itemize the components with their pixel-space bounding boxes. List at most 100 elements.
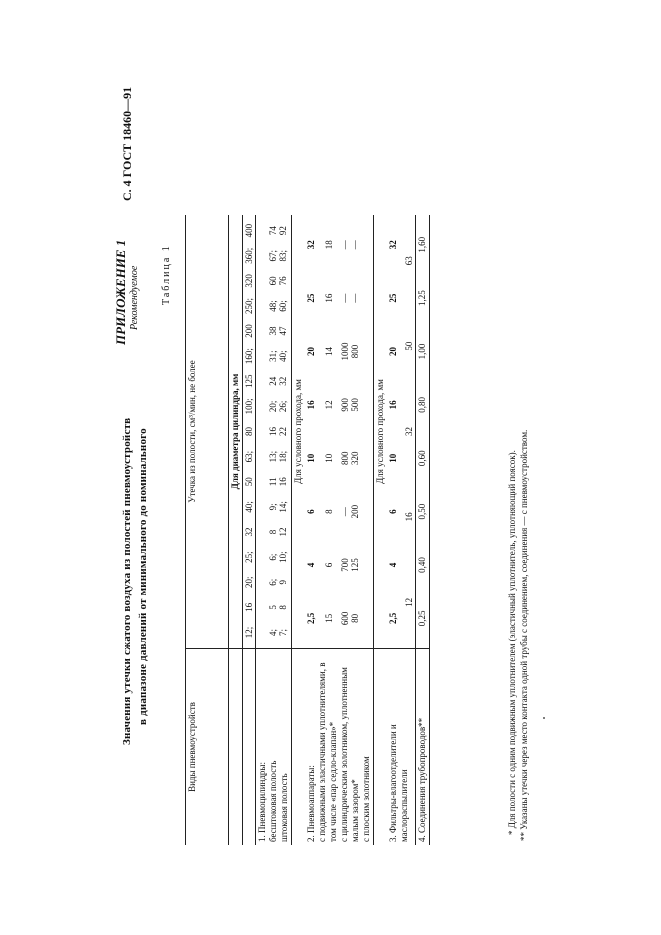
row1-rod-value-9: 26;	[278, 400, 288, 413]
row2-spool-value-4: 900	[340, 398, 350, 412]
diameter-cell-15: 360;	[244, 247, 254, 264]
page-header: С. 4 ГОСТ 18460—91	[120, 86, 134, 201]
row1-sub1: бесштоковая полость	[268, 760, 278, 842]
row1-rod-value-6: 16	[278, 477, 288, 487]
table-label: Таблица 1	[161, 244, 172, 305]
row2-spool-value-3: 800	[340, 451, 350, 465]
diameter-cell-9: 100;	[244, 398, 254, 415]
row1-rod-less-value-1: 5	[268, 605, 278, 610]
row4-value-2: 0,50	[417, 503, 427, 520]
row2-passage-0: 2,5	[306, 612, 316, 624]
row1-rod-less-value-12: 38	[268, 326, 278, 336]
row2-sub3: с плоским золотником	[361, 756, 371, 842]
blank-cell	[291, 648, 305, 845]
row1-rod-less-value-11: 31;	[268, 350, 278, 362]
row3-label: 3. Фильтры-влагоотделители и маслораспыл…	[388, 724, 409, 842]
row1-rod-less-value-6: 11	[268, 477, 278, 487]
diameter-cell-2: 20;	[244, 576, 254, 588]
row3-passage-7: 32	[388, 240, 398, 250]
row1-rod-value-2: 9	[278, 579, 288, 585]
row2-spool-value-7: —	[340, 240, 350, 250]
row2-elastic-value-6: 16	[324, 293, 334, 303]
row2-passage-7: 32	[306, 240, 316, 250]
diameter-cell-14: 320	[244, 274, 254, 288]
diameter-cell-7: 63;	[244, 450, 254, 463]
diameter-cell-6: 50	[244, 477, 254, 487]
row1-rod-less-value-15: 67;	[268, 249, 278, 262]
row1-rod-less-value-0: 4;	[268, 628, 278, 636]
row3-value-2: 32	[404, 427, 414, 437]
caption-line-2: в диапазоне давлений от минимального до …	[137, 428, 149, 725]
row4-value-7: 1,60	[417, 236, 427, 253]
row1-rod-less-value-7: 13;	[268, 450, 278, 463]
row4-value-0: 0,25	[417, 610, 427, 627]
diameter-cell-3: 25;	[244, 551, 254, 563]
row2-spool-value-1: 700	[340, 558, 350, 572]
row1-rod-less-value-16: 74	[268, 226, 278, 236]
row1-rod-value-8: 22	[278, 427, 288, 437]
row3-value-4: 63	[404, 256, 414, 266]
row1-rod-value-11: 40;	[278, 350, 288, 362]
row2-passage-1: 4	[306, 562, 316, 568]
row2-elastic-value-3: 10	[324, 453, 334, 463]
row1-rod-value-1: 8	[278, 605, 288, 610]
diameter-cell-1: 16	[244, 602, 254, 612]
appendix-status: Рекомендуемое	[129, 265, 140, 330]
cylinder-subheader: Для диаметра цилиндра, мм	[228, 215, 243, 649]
row3-passage-6: 25	[388, 293, 398, 303]
row4-value-1: 0,40	[417, 557, 427, 573]
row1-sub2: штоковая полость	[279, 773, 289, 842]
leak-table: Виды пневмоустройств Утечка из полости, …	[185, 215, 432, 845]
row2-flat-value-2: 200	[350, 504, 360, 519]
row1-label-cell: 1. Пневмоцилиндры: бесштоковая полость ш…	[255, 648, 292, 845]
row1-rod-value-15: 83;	[278, 249, 288, 262]
stray-mark	[543, 717, 545, 719]
row1-rod-value-7: 18;	[278, 450, 288, 463]
row2-passage-6: 25	[306, 293, 316, 303]
caption-line-1: Значения утечки сжатого воздуха из полос…	[121, 417, 133, 745]
row3-passage-2: 6	[388, 509, 398, 514]
row2-spool-value-6: —	[340, 293, 350, 303]
footnote-2: ** Указаны утечки через место контакта о…	[519, 429, 529, 841]
row1-rod-value-0: 7;	[278, 628, 288, 636]
row2-flat-value-3: 320	[350, 451, 360, 465]
diameter-cell-8: 80	[244, 427, 254, 437]
row2-flat-value-5: 800	[350, 344, 360, 359]
passage-subheader-2: Для условного прохода, мм	[373, 215, 387, 649]
row1-label: 1. Пневмоцилиндры:	[257, 762, 267, 842]
row1-rod-value-16: 92	[278, 226, 288, 236]
diameter-cell-5: 40;	[244, 501, 254, 513]
row2-elastic-value-1: 6	[324, 562, 334, 568]
row3-value-0: 12	[404, 597, 414, 607]
row2-sub2: с цилиндрическим золотником, уплотненным…	[339, 667, 360, 842]
diameter-cell-13: 250;	[244, 297, 254, 314]
row1-rod-less-value-2: 6;	[268, 578, 278, 586]
row1-rod-less-value-3: 6;	[268, 553, 278, 561]
row3-passage-4: 16	[388, 400, 398, 410]
row3-value-1: 16	[404, 512, 414, 522]
row2-label-cell: 2. Пневмоаппараты: с подвижными эластичн…	[305, 649, 374, 846]
rotated-table-area: ПРИЛОЖЕНИЕ 1 Рекомендуемое Значения утеч…	[113, 215, 535, 845]
row1-rod-less-value-8: 16	[268, 427, 278, 437]
row3-passage-0: 2,5	[388, 612, 398, 624]
diameter-cell-16: 400	[244, 223, 254, 238]
blank-cell	[228, 648, 243, 845]
row4-label: 4. Соединения трубопроводов**	[417, 717, 427, 842]
appendix-title: ПРИЛОЖЕНИЕ 1	[113, 239, 128, 345]
row1-rod-value-13: 60;	[278, 300, 288, 312]
row2-elastic-value-0: 15	[324, 613, 334, 623]
row3-value-3: 50	[404, 341, 414, 351]
row2-sub1: с подвижными эластичными уплотнителями, …	[317, 662, 338, 842]
diameter-cell-12: 200	[244, 324, 254, 338]
diameter-cell-0: 12;	[244, 626, 254, 639]
row3-passage-1: 4	[388, 562, 398, 568]
row1-rod-value-10: 32	[278, 376, 288, 386]
diameter-cell-10: 125	[244, 374, 254, 389]
row2-flat-value-1: 125	[350, 558, 360, 572]
row2-passage-4: 16	[306, 400, 316, 410]
diameter-cell-4: 32	[244, 527, 254, 537]
